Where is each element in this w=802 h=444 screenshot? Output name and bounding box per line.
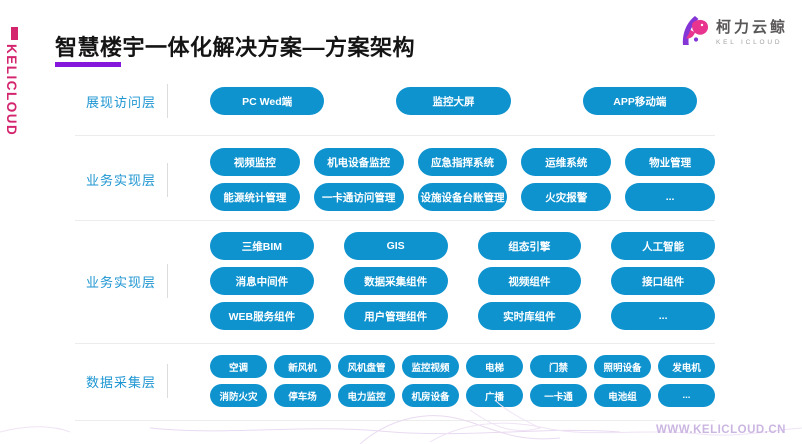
arch-node: 三维BIM <box>210 232 314 260</box>
layer-nodes: PC Wed端 监控大屏 APP移动端 <box>210 87 715 115</box>
node-row: WEB服务组件 用户管理组件 实时库组件... <box>210 302 715 330</box>
arch-node: 电池组 <box>594 384 651 407</box>
arch-node: 实时库组件 <box>477 302 582 330</box>
layer-platform: 业务实现层 三维BIM GIS 组态引擎 人工智能消息中间件 数据采集组件 视频组件 接口组… <box>75 232 715 330</box>
arch-node: GIS <box>343 232 448 260</box>
arch-node: 数据采集组件 <box>343 267 448 295</box>
arch-node: 物业管理 <box>625 148 715 176</box>
arch-node: 设施设备台账管理 <box>417 183 508 211</box>
arch-node: 用户管理组件 <box>343 302 448 330</box>
layer-nodes: 空调新风机风机盘管监控视频电梯门禁照明设备发电机消防火灾停车场电力监控机房设备广… <box>210 355 715 407</box>
layer-business: 业务实现层 视频监控机电设备监控应急指挥系统运维系统物业管理能源统计管理一卡通访… <box>75 148 715 211</box>
arch-node: 电梯 <box>466 355 523 378</box>
brand-bar <box>11 27 18 40</box>
node-row: 消息中间件 数据采集组件 视频组件 接口组件 <box>210 267 715 295</box>
arch-node: 门禁 <box>530 355 587 378</box>
layer-nodes: 三维BIM GIS 组态引擎 人工智能消息中间件 数据采集组件 视频组件 接口组件 WEB服务… <box>210 232 715 330</box>
arch-node: 人工智能 <box>611 232 715 260</box>
arch-node: WEB服务组件 <box>210 302 314 330</box>
website-watermark: WWW.KELICLOUD.CN <box>655 424 786 436</box>
arch-node: 机房设备 <box>402 384 459 407</box>
node-row: 能源统计管理一卡通访问管理设施设备台账管理火灾报警... <box>210 183 715 211</box>
layer-label: 业务实现层 <box>85 274 156 290</box>
label-divider <box>167 162 168 197</box>
arch-node: 视频组件 <box>477 267 582 295</box>
arch-node: ... <box>611 302 715 330</box>
arch-node: 电力监控 <box>338 384 395 407</box>
arch-node: 机电设备监控 <box>313 148 404 176</box>
layer-separator <box>75 343 715 344</box>
company-logo: 柯力云鲸 KEL ICLOUD <box>671 11 788 51</box>
arch-node: 监控视频 <box>402 355 459 378</box>
layer-separator <box>75 135 715 136</box>
arch-node: 照明设备 <box>594 355 651 378</box>
arch-node: 消息中间件 <box>210 267 314 295</box>
brand-vertical-text: KELICLOUD <box>4 44 19 137</box>
title-underline <box>55 62 121 67</box>
layer-separator <box>75 220 715 221</box>
label-divider <box>167 84 168 118</box>
arch-node: 消防火灾 <box>210 384 267 407</box>
arch-node: ... <box>658 384 715 407</box>
arch-node: 火灾报警 <box>521 183 612 211</box>
arch-node: 风机盘管 <box>338 355 395 378</box>
arch-node: 一卡通 <box>530 384 587 407</box>
layer-label: 展现访问层 <box>85 94 156 110</box>
layer-presentation: 展现访问层 PC Wed端 监控大屏 APP移动端 <box>75 84 715 118</box>
arch-node: APP移动端 <box>582 87 697 115</box>
arch-node: 能源统计管理 <box>210 183 300 211</box>
logo-name-en: KEL ICLOUD <box>715 39 783 46</box>
node-row: 空调新风机风机盘管监控视频电梯门禁照明设备发电机 <box>210 355 715 378</box>
architecture-diagram: 展现访问层 PC Wed端 监控大屏 APP移动端 业务实现层 视频监控机电设备监控… <box>75 84 715 421</box>
bottom-separator <box>75 420 715 421</box>
arch-node: 应急指挥系统 <box>417 148 508 176</box>
node-row: 三维BIM GIS 组态引擎 人工智能 <box>210 232 715 260</box>
arch-node: ... <box>625 183 715 211</box>
logo-text: 柯力云鲸 KEL ICLOUD <box>716 16 788 46</box>
node-row: 视频监控机电设备监控应急指挥系统运维系统物业管理 <box>210 148 715 176</box>
arch-node: 新风机 <box>274 355 331 378</box>
arch-node: 广播 <box>466 384 523 407</box>
arch-node: 监控大屏 <box>396 87 511 115</box>
arch-node: 空调 <box>210 355 267 378</box>
whale-logo-icon <box>682 16 709 45</box>
arch-node: 接口组件 <box>611 267 715 295</box>
page-title: 智慧楼宇一体化解决方案—方案架构 <box>55 35 416 60</box>
arch-node: 组态引擎 <box>477 232 582 260</box>
label-divider <box>167 264 168 298</box>
logo-name-cn: 柯力云鲸 <box>715 19 788 36</box>
node-row: PC Wed端 监控大屏 APP移动端 <box>210 87 697 115</box>
arch-node: 一卡通访问管理 <box>313 183 404 211</box>
label-divider <box>167 364 168 398</box>
layer-nodes: 视频监控机电设备监控应急指挥系统运维系统物业管理能源统计管理一卡通访问管理设施设… <box>210 148 715 211</box>
arch-node: PC Wed端 <box>210 87 325 115</box>
arch-node: 运维系统 <box>521 148 612 176</box>
layer-label: 数据采集层 <box>85 374 156 390</box>
arch-node: 视频监控 <box>210 148 300 176</box>
arch-node: 发电机 <box>658 355 715 378</box>
layer-data-collection: 数据采集层 空调新风机风机盘管监控视频电梯门禁照明设备发电机消防火灾停车场电力监… <box>75 355 715 407</box>
arch-node: 停车场 <box>274 384 331 407</box>
layer-label: 业务实现层 <box>85 173 156 188</box>
node-row: 消防火灾停车场电力监控机房设备广播一卡通电池组... <box>210 384 715 407</box>
